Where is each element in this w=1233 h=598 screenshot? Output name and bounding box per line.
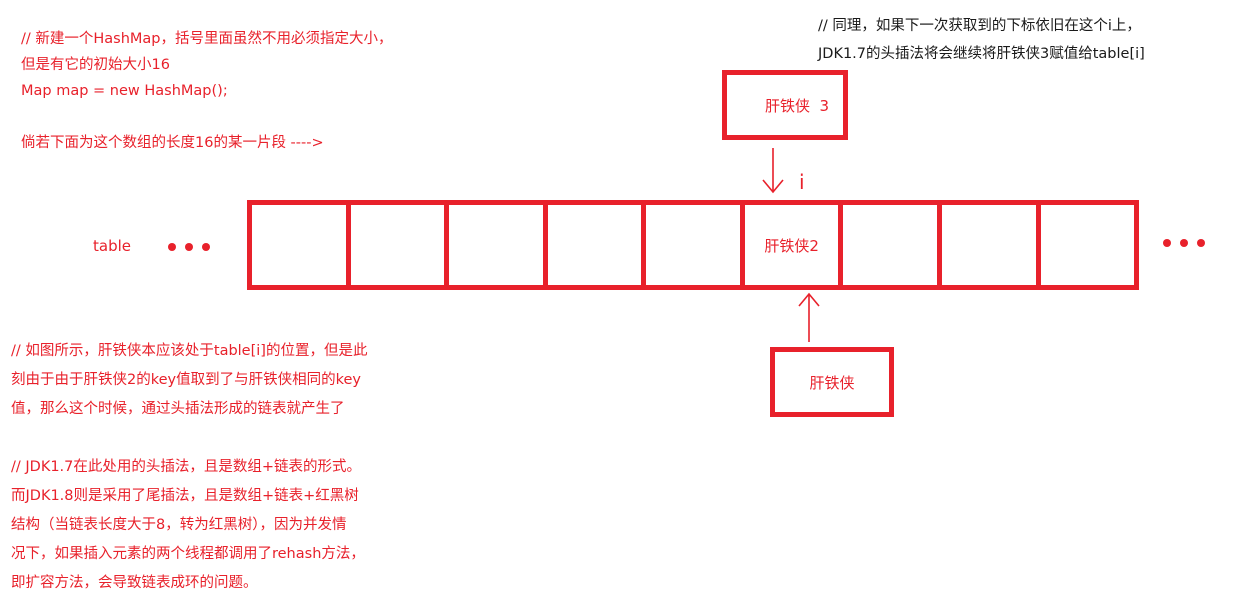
hash-table-array: 肝铁侠2	[247, 200, 1139, 290]
note-line: 但是有它的初始大小16	[21, 57, 170, 73]
note-line	[11, 424, 367, 453]
table-cell	[843, 205, 942, 285]
note-line: 值，那么这个时候，通过头插法形成的链表就产生了	[11, 401, 345, 417]
left-ellipsis-icon	[168, 243, 210, 251]
note-line: // 如图所示，肝铁侠本应该处于table[i]的位置，但是此	[11, 343, 368, 359]
table-cell	[449, 205, 548, 285]
up-arrow-icon	[798, 292, 820, 342]
note-line: // 新建一个HashMap，括号里面虽然不用必须指定大小，	[21, 31, 393, 47]
down-arrow-icon	[762, 148, 784, 194]
index-label: i	[799, 170, 805, 194]
table-cell-i: 肝铁侠2	[745, 205, 844, 285]
note-line: 结构（当链表长度大于8，转为红黑树），因为并发情	[11, 517, 347, 533]
note-line: 刻由于由于肝铁侠2的key值取到了与肝铁侠相同的key	[11, 372, 361, 388]
table-cell	[646, 205, 745, 285]
note-line: // JDK1.7在此处用的头插法，且是数组+链表的形式。	[11, 459, 362, 475]
note-line: 而JDK1.8则是采用了尾插法，且是数组+链表+红黑树	[11, 488, 359, 504]
note-line: 即扩容方法，会导致链表成环的问题。	[11, 575, 258, 591]
right-ellipsis-icon	[1163, 239, 1205, 247]
bottom-node-label: 肝铁侠	[809, 373, 855, 392]
note-line: // 同理，如果下一次获取到的下标依旧在这个i上，	[818, 18, 1141, 34]
top-node-label: 肝铁侠 3	[765, 96, 830, 115]
bottom-left-note: // 如图所示，肝铁侠本应该处于table[i]的位置，但是此 刻由于由于肝铁侠…	[11, 337, 367, 598]
table-label: table	[93, 237, 131, 255]
top-node-box: 肝铁侠 3	[722, 70, 848, 140]
note-line: 况下，如果插入元素的两个线程都调用了rehash方法，	[11, 546, 365, 562]
table-cell	[252, 205, 351, 285]
note-line: JDK1.7的头插法将会继续将肝铁侠3赋值给table[i]	[818, 46, 1145, 62]
note-line: 倘若下面为这个数组的长度16的某一片段 ---->	[21, 135, 324, 151]
top-left-note: // 新建一个HashMap，括号里面虽然不用必须指定大小， 但是有它的初始大小…	[21, 26, 393, 156]
bottom-node-box: 肝铁侠	[770, 347, 894, 417]
table-cell	[351, 205, 450, 285]
note-line: Map map = new HashMap();	[21, 83, 228, 99]
table-cell	[942, 205, 1041, 285]
table-cell	[548, 205, 647, 285]
top-right-note: // 同理，如果下一次获取到的下标依旧在这个i上， JDK1.7的头插法将会继续…	[818, 12, 1145, 68]
